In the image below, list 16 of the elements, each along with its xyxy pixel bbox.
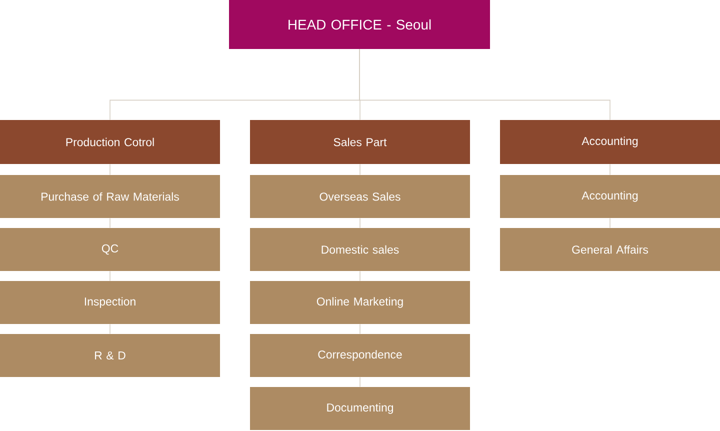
head-office-box: HEAD OFFICE - Seoul bbox=[229, 0, 490, 49]
section-box: Correspondence bbox=[250, 334, 470, 377]
department-box: Sales Part bbox=[250, 120, 470, 164]
department-box: Accounting bbox=[500, 120, 720, 164]
section-box: Domestic sales bbox=[250, 228, 470, 271]
section-box: QC bbox=[0, 228, 220, 271]
section-box: Documenting bbox=[250, 387, 470, 430]
section-box: General Affairs bbox=[500, 228, 720, 271]
section-box: Online Marketing bbox=[250, 281, 470, 324]
section-box: Inspection bbox=[0, 281, 220, 324]
section-box: Purchase of Raw Materials bbox=[0, 175, 220, 218]
section-box: Accounting bbox=[500, 175, 720, 218]
section-box: R & D bbox=[0, 334, 220, 377]
department-box: Production Cotrol bbox=[0, 120, 220, 164]
connector-line bbox=[359, 48, 610, 120]
section-box: Overseas Sales bbox=[250, 175, 470, 218]
